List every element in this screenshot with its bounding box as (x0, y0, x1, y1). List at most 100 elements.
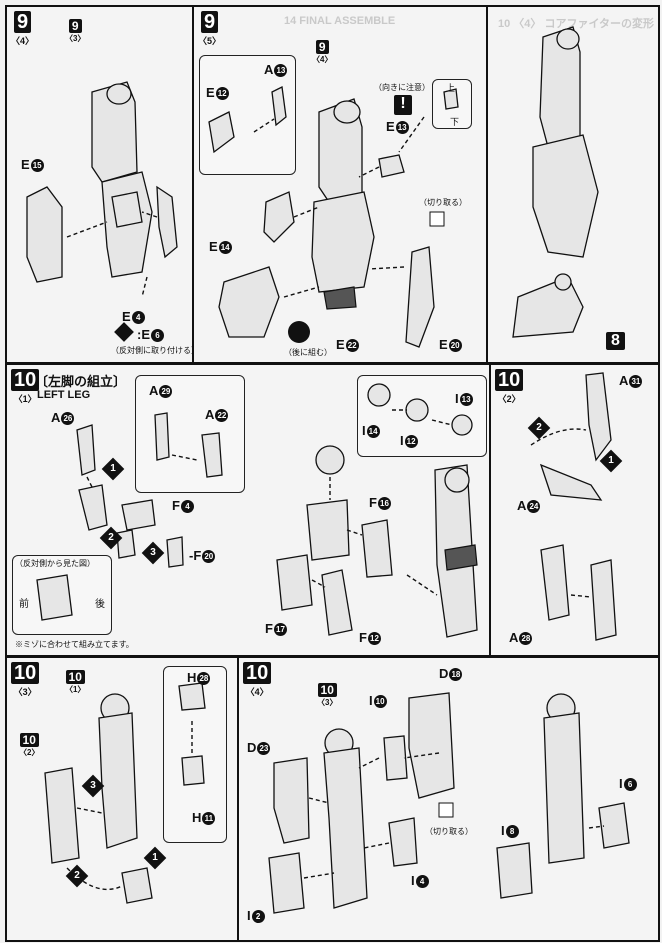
step-ref-8: 8 (606, 332, 625, 350)
cut-note: （切り取る） (425, 827, 473, 836)
step-marker-2: 2 (99, 526, 123, 550)
step-sub: 〈4〉 (11, 36, 35, 46)
step-sub: 〈4〉 (245, 687, 269, 697)
step-label: 10 〈2〉 (495, 369, 524, 405)
step-number: 10 (243, 662, 272, 684)
step-label: 10 〈1〉 (11, 369, 40, 405)
reference-badge-1: 10〈1〉 (65, 670, 86, 694)
leg-joining-illustration (44, 682, 206, 904)
ref-sub: 〈4〉 (312, 55, 333, 64)
groove-note: ※ミゾに合わせて組み立てます。 (15, 640, 134, 649)
step-number: 10 (11, 369, 40, 391)
attach-opposite-note: （反対側に取り付ける） (111, 346, 194, 355)
orientation-caution: （向きに注意） (374, 83, 430, 92)
step-marker-3: 3 (141, 541, 165, 565)
reference-badge: 10〈3〉 (317, 683, 338, 707)
left-leg-parts-illustration (36, 383, 478, 638)
warning-icon: ! (394, 95, 412, 115)
ref-number: 9 (68, 19, 82, 33)
thigh-assembly-illustration (26, 81, 178, 298)
step-marker-2: 2 (527, 416, 551, 440)
step-marker-3: 3 (81, 774, 105, 798)
ref-sub: 〈3〉 (65, 34, 86, 43)
step-sub: 〈5〉 (198, 36, 222, 46)
inset-box-a29-a22 (135, 375, 245, 493)
side-view-caption: （反対側から見た図） (15, 559, 95, 568)
ankle-parts-illustration (530, 372, 617, 641)
step-number: 10 (495, 369, 524, 391)
step-number: 9 (13, 11, 32, 33)
background-ghost-text: 10 〈4〉 コアファイターの変形 (498, 18, 655, 30)
leg-armor-illustration (268, 692, 630, 914)
ref-number: 9 (315, 40, 329, 54)
step-sub: 〈3〉 (13, 687, 37, 697)
step-marker-1: 1 (143, 846, 167, 870)
step-marker-2: 2 (65, 864, 89, 888)
step-label: 10 〈3〉 (11, 662, 40, 698)
front-label: 前 (19, 599, 29, 610)
orientation-up: 上 (446, 83, 456, 93)
step-marker-1: 1 (599, 449, 623, 473)
step-label: 9 〈5〉 (198, 11, 221, 47)
reference-badge-2: 10〈2〉 (19, 733, 40, 757)
step-label: 9 〈4〉 (11, 11, 34, 47)
step-number: 9 (200, 11, 219, 33)
step-label: 10 〈4〉 (243, 662, 272, 698)
reference-badge: 9〈3〉 (65, 19, 85, 44)
background-ghost-text: 14 FINAL ASSEMBLE (284, 15, 396, 27)
inset-box-side-view (12, 555, 112, 635)
leg-completed-illustration (512, 26, 599, 338)
rear-label: 後 (95, 599, 105, 610)
panel-step-9-6: 10 〈4〉 コアファイターの変形 8 (486, 5, 660, 364)
step-sub: 〈1〉 (13, 394, 37, 404)
cut-note: （切り取る） (419, 198, 467, 207)
section-subtitle: LEFT LEG (37, 389, 91, 401)
step-number: 10 (11, 662, 40, 684)
reference-badge: 9〈4〉 (312, 40, 332, 65)
orientation-down: 下 (450, 117, 460, 127)
knee-assembly-illustration (208, 86, 459, 348)
panel-step-9-5: 9 〈5〉 14 FINAL ASSEMBLE 9〈4〉 (192, 5, 488, 364)
step-marker-1: 1 (101, 457, 125, 481)
step-sub: 〈2〉 (497, 394, 521, 404)
section-title: 〔左脚の組立〕 (35, 374, 127, 389)
assemble-later-note: （後に組む） (284, 348, 332, 357)
